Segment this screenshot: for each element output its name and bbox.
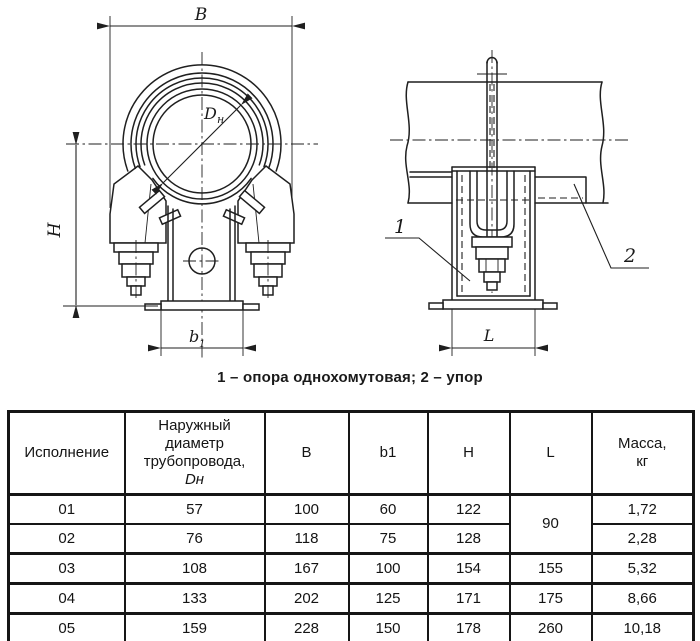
front-view: B D <box>45 5 318 360</box>
header-diameter-line2: диаметр <box>165 435 224 452</box>
cell-b1: 60 <box>347 493 429 525</box>
dimension-label-H: H <box>45 221 65 238</box>
base-plate <box>160 300 244 311</box>
header-version: Исполнение <box>7 410 126 496</box>
cell-b: 100 <box>263 493 350 525</box>
pipe-side <box>390 81 630 204</box>
side-nut-stack <box>471 236 513 291</box>
cell-h: 154 <box>426 552 511 585</box>
cell-diameter: 76 <box>123 523 266 555</box>
clamp-band <box>122 64 282 172</box>
cell-version: 04 <box>7 582 126 615</box>
cell-l: 155 <box>508 552 593 585</box>
table-header-row: Исполнение Наружный диаметр трубопровода… <box>7 410 695 496</box>
cell-mass: 5,32 <box>590 552 695 585</box>
figure-caption: 1 – опора однохомутовая; 2 – упор <box>217 369 483 386</box>
cell-b: 167 <box>263 552 350 585</box>
technical-drawing: B D <box>45 5 649 360</box>
right-nut-stack <box>245 240 291 299</box>
header-b: B <box>263 410 350 496</box>
side-base-plate <box>442 299 544 310</box>
cell-mass: 1,72 <box>590 493 695 525</box>
header-diameter-line1: Наружный <box>158 417 231 434</box>
part-label-1: 1 <box>394 216 406 238</box>
header-mass-line2: кг <box>636 453 649 470</box>
dimension-label-b1-sub: 1 <box>199 339 205 350</box>
table-row: 03 108 167 100 154 155 5,32 <box>7 552 695 585</box>
cell-version: 03 <box>7 552 126 585</box>
cell-diameter: 108 <box>123 552 266 585</box>
table-row: 05 159 228 150 178 260 10,18 <box>7 612 695 641</box>
cell-b1: 150 <box>347 612 429 641</box>
cell-b: 202 <box>263 582 350 615</box>
table-row: 02 76 118 75 128 2,28 <box>7 523 695 555</box>
header-mass: Масса, кг <box>590 410 695 496</box>
table-row: 04 133 202 125 171 175 8,66 <box>7 582 695 615</box>
table-row: 01 57 100 60 122 90 1,72 <box>7 493 695 555</box>
cell-version: 01 <box>7 493 126 525</box>
cell-mass: 8,66 <box>590 582 695 615</box>
cell-version: 05 <box>7 612 126 641</box>
header-diameter: Наружный диаметр трубопровода, Dн <box>123 410 266 496</box>
dimension-label-Dn-sub: н <box>217 113 224 126</box>
cell-l: 260 <box>508 612 593 641</box>
cell-b1: 75 <box>347 523 429 555</box>
cell-h: 171 <box>426 582 511 615</box>
dimension-label-b1: b <box>189 327 199 346</box>
cell-mass: 2,28 <box>590 523 695 555</box>
left-nut-stack <box>113 240 159 299</box>
part-label-2: 2 <box>623 245 636 267</box>
header-h: H <box>426 410 511 496</box>
cell-version: 02 <box>7 523 126 555</box>
cell-l: 175 <box>508 582 593 615</box>
dimension-label-B: B <box>194 5 208 25</box>
cell-diameter: 133 <box>123 582 266 615</box>
cell-mass: 10,18 <box>590 612 695 641</box>
cell-b: 228 <box>263 612 350 641</box>
dimension-label-L: L <box>483 326 495 345</box>
side-view: L 1 2 <box>385 50 649 356</box>
cell-b1: 125 <box>347 582 429 615</box>
cell-b: 118 <box>263 523 350 555</box>
header-l: L <box>508 410 593 496</box>
pipe-outer-circle <box>146 88 258 200</box>
header-b1: b1 <box>347 410 429 496</box>
cell-h: 178 <box>426 612 511 641</box>
cell-diameter: 57 <box>123 493 266 525</box>
header-diameter-line3: трубопровода, <box>143 453 246 470</box>
cell-l-merged: 90 <box>508 493 593 555</box>
header-diameter-symbol: Dн <box>184 471 205 488</box>
cell-diameter: 159 <box>123 612 266 641</box>
stop-plate <box>409 171 587 204</box>
cell-b1: 100 <box>347 552 429 585</box>
cell-h: 128 <box>426 523 511 555</box>
header-mass-line1: Масса, <box>617 435 667 452</box>
spec-table: Исполнение Наружный диаметр трубопровода… <box>7 410 695 641</box>
cell-h: 122 <box>426 493 511 525</box>
dimension-label-Dn: D <box>203 104 217 123</box>
